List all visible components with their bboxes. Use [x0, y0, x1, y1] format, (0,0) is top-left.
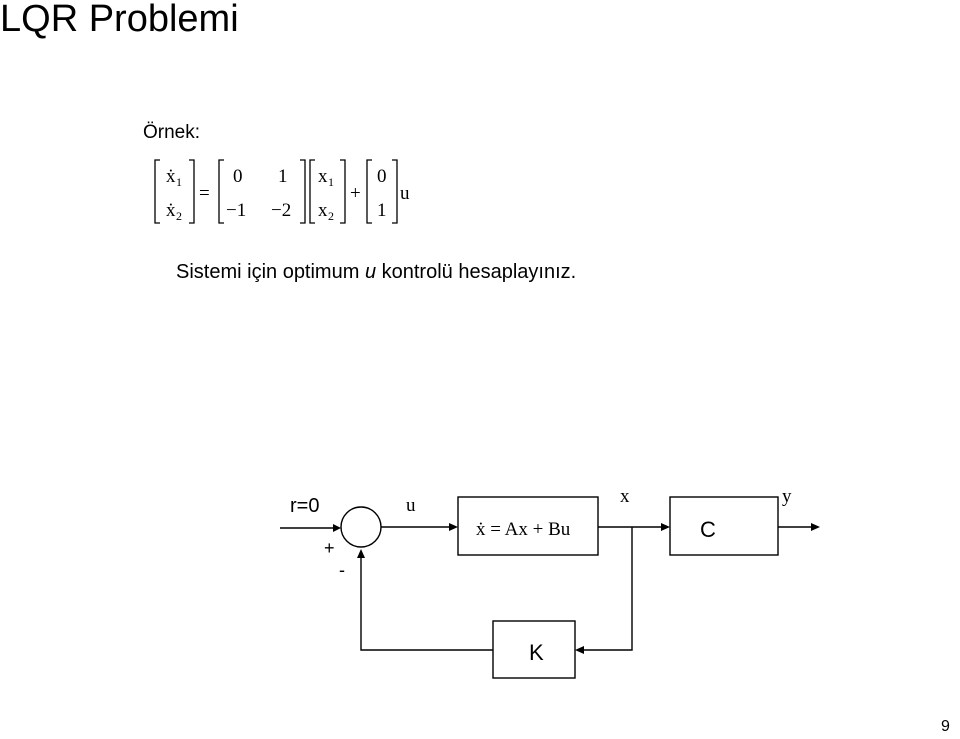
- arrow-output: [811, 523, 820, 531]
- a-matrix-left-bracket: [218, 159, 224, 224]
- slide-title: LQR Problemi: [0, 0, 239, 40]
- plant-equation: ẋ = Ax + Bu: [476, 519, 571, 540]
- problem-variable-u: u: [364, 261, 377, 283]
- x-label: x: [620, 486, 630, 507]
- a-matrix-22: −2: [271, 200, 291, 221]
- output-c-block: [669, 496, 779, 556]
- a-matrix-11: 0: [233, 166, 243, 187]
- b-right-bracket: [392, 159, 398, 224]
- plant-block: [457, 496, 599, 556]
- arrow-into-plant: [449, 523, 458, 531]
- b-left-bracket: [366, 159, 372, 224]
- a-matrix-12: 1: [278, 166, 288, 187]
- feedback-tap-line: [583, 527, 633, 651]
- lhs-x2-subscript: 2: [176, 209, 182, 223]
- equals-sign: =: [199, 183, 210, 204]
- junction-minus-sign: -: [339, 560, 345, 580]
- output-c-label: C: [700, 517, 716, 542]
- u-label: u: [406, 495, 416, 516]
- state-x1: x: [318, 166, 328, 187]
- gain-k-label: K: [529, 640, 544, 665]
- lhs-left-bracket: [154, 159, 160, 224]
- page-number: 9: [941, 718, 950, 735]
- lhs-x1-subscript: 1: [176, 175, 182, 189]
- problem-text-before: Sistemi için optimum: [176, 261, 365, 283]
- state-x2-subscript: 2: [328, 209, 334, 223]
- state-left-bracket: [309, 159, 315, 224]
- b-vector-2: 1: [377, 200, 387, 221]
- reference-label: r=0: [290, 495, 319, 517]
- arrow-into-k-block: [575, 646, 584, 654]
- example-label: Örnek:: [143, 122, 201, 143]
- b-vector-1: 0: [377, 166, 387, 187]
- problem-statement: Sistemi için optimum u kontrolü hesaplay…: [176, 259, 576, 285]
- y-label: y: [782, 486, 792, 507]
- lhs-right-bracket: [189, 159, 195, 224]
- plus-sign: +: [350, 183, 361, 204]
- a-matrix-21: −1: [226, 200, 246, 221]
- state-x2: x: [318, 200, 328, 221]
- arrow-into-junction: [333, 524, 341, 532]
- junction-plus-sign: +: [324, 538, 335, 558]
- input-u: u: [400, 183, 410, 204]
- arrow-feedback-into-junction: [357, 549, 365, 558]
- feedback-return-line: [360, 557, 493, 651]
- state-right-bracket: [340, 159, 346, 224]
- lhs-x1: ẋ: [166, 166, 176, 187]
- problem-text-after: kontrolü hesaplayınız.: [376, 261, 577, 283]
- state-x1-subscript: 1: [328, 175, 334, 189]
- arrow-into-c-block: [661, 523, 670, 531]
- lhs-x2: ẋ: [166, 200, 176, 221]
- a-matrix-right-bracket: [300, 159, 306, 224]
- summing-junction: [340, 506, 382, 548]
